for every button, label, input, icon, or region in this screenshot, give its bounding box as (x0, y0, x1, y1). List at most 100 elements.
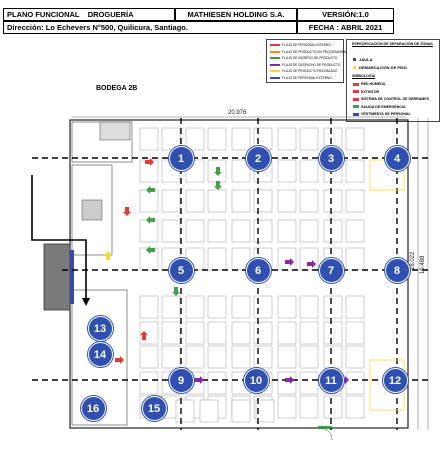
symbols-legend-title: SIMBOLOGÍA (352, 74, 376, 78)
shelf-rack (207, 247, 227, 271)
shelf-rack (277, 159, 297, 183)
shelf-rack (299, 321, 319, 345)
arrow-swatch-icon (270, 44, 280, 47)
shelf-rack (231, 189, 251, 213)
shelf-rack (345, 127, 365, 151)
shelf-rack (199, 399, 219, 423)
flow-arrow-icon (104, 251, 112, 260)
shelf-rack (185, 345, 205, 369)
shelf-rack (299, 371, 319, 395)
shelf-rack (139, 189, 159, 213)
shelf-rack (323, 219, 343, 243)
symbol-legend-item: RED HÚMEDA (353, 82, 385, 87)
grid-marker-2: 2 (245, 145, 271, 171)
piso-swatch-icon (353, 66, 356, 70)
shelf-rack (185, 127, 205, 151)
symbol-legend-label: RED HÚMEDA (361, 82, 386, 86)
office-desk (99, 121, 131, 141)
shelf-rack (299, 345, 319, 369)
header-address-box: Dirección: Lo Echevers N°500, Quilicura,… (3, 21, 297, 34)
symbol-legend-item: VESTIMENTA DE PERSONAL (353, 112, 411, 117)
grid-marker-3: 3 (318, 145, 344, 171)
shelf-rack (231, 295, 251, 319)
shelf-rack (207, 295, 227, 319)
shelf-rack (299, 247, 319, 271)
flow-arrow-icon (214, 167, 222, 176)
shelf-rack (345, 247, 365, 271)
shelf-rack (139, 371, 159, 395)
flow-legend-label: FLUJO DE INGRESO DE PRODUCTO (282, 56, 338, 60)
shelf-rack (299, 159, 319, 183)
symbol-swatch-icon (353, 97, 359, 101)
symbol-swatch-icon (353, 82, 359, 86)
symbol-legend-label: VESTIMENTA DE PERSONAL (361, 112, 411, 116)
shelf-rack (277, 345, 297, 369)
flow-arrow-icon (146, 246, 155, 254)
shelf-rack (345, 371, 365, 395)
header-version-box: VERSIÓN:1.0 (297, 8, 394, 21)
header-title-box: PLANO FUNCIONAL DROGUERÍA (3, 8, 175, 21)
grid-marker-4: 4 (384, 145, 410, 171)
plan-title: BODEGA 2B (96, 85, 138, 92)
shelf-rack (207, 345, 227, 369)
shelf-rack (299, 127, 319, 151)
shelf-rack (231, 127, 251, 151)
shelf-rack (185, 189, 205, 213)
symbol-legend-label: EXTINTOR (361, 89, 380, 94)
shelf-rack (161, 219, 181, 243)
shelf-rack (345, 159, 365, 183)
symbol-swatch-icon (353, 112, 359, 116)
shelf-rack (253, 345, 273, 369)
grid-marker-8: 8 (384, 257, 410, 283)
shelf-rack (185, 321, 205, 345)
shelf-rack (207, 321, 227, 345)
shelf-rack (231, 159, 251, 183)
shelf-rack (207, 219, 227, 243)
header-version: VERSIÓN:1.0 (322, 10, 369, 19)
flow-arrow-icon (146, 216, 155, 224)
flow-arrow-icon (307, 260, 316, 268)
shelf-rack (253, 295, 273, 319)
flow-legend-label: FLUJO DE PRODUCTO RECHAZADO (282, 69, 338, 73)
flow-arrow-icon (285, 258, 294, 266)
symbol-swatch-icon (353, 105, 359, 109)
arrow-swatch-icon (270, 50, 280, 53)
shelf-rack (161, 189, 181, 213)
shelf-rack (231, 219, 251, 243)
emergency-exit (318, 426, 332, 429)
grid-marker-6: 6 (245, 257, 271, 283)
office-desk (81, 199, 103, 221)
zones-item-jaula-label: JAULA (359, 57, 373, 62)
flow-legend-label: FLUJO DE PERSONAL EXTERNO (282, 75, 332, 80)
jaula-swatch-icon (353, 58, 356, 62)
shelf-rack (207, 127, 227, 151)
header-title-b: DROGUERÍA (87, 10, 134, 19)
shelf-rack (139, 345, 159, 369)
arrow-swatch-icon (270, 76, 280, 79)
grid-marker-16: 16 (80, 395, 106, 421)
header-company: MATHIESEN HOLDING S.A. (187, 10, 285, 19)
shelf-rack (175, 399, 195, 423)
shelf-rack (161, 321, 181, 345)
shelf-rack (277, 321, 297, 345)
flow-legend-item: FLUJO DE PRODUCTO EN PROCESAMIENTO (270, 50, 351, 55)
shelf-rack (299, 189, 319, 213)
grid-marker-10: 10 (243, 367, 269, 393)
symbol-swatch-icon (353, 90, 359, 94)
zones-symbols-legend: ESPECIFICACIÓN DE SEPARACIÓN DE ZONAS JA… (346, 39, 440, 122)
flow-legend-label: FLUJO DE PERSONAL INTERNO (282, 43, 331, 47)
shelf-rack (345, 345, 365, 369)
office-block (71, 289, 128, 426)
shelf-rack (277, 219, 297, 243)
shelf-rack (323, 395, 343, 419)
symbol-legend-label: SALIDA DE EMERGENCIA (361, 104, 406, 109)
shelf-rack (277, 371, 297, 395)
shelf-rack (253, 321, 273, 345)
flow-arrow-icon (123, 207, 131, 216)
shelf-rack (323, 321, 343, 345)
shelf-rack (161, 345, 181, 369)
symbol-legend-label: SISTEMA DE CONTROL DE DERRAMES (361, 97, 430, 101)
flow-legend-item: FLUJO DE DESPACHO DE PRODUCTO (270, 63, 340, 68)
zones-legend-title: ESPECIFICACIÓN DE SEPARACIÓN DE ZONAS (352, 42, 433, 46)
